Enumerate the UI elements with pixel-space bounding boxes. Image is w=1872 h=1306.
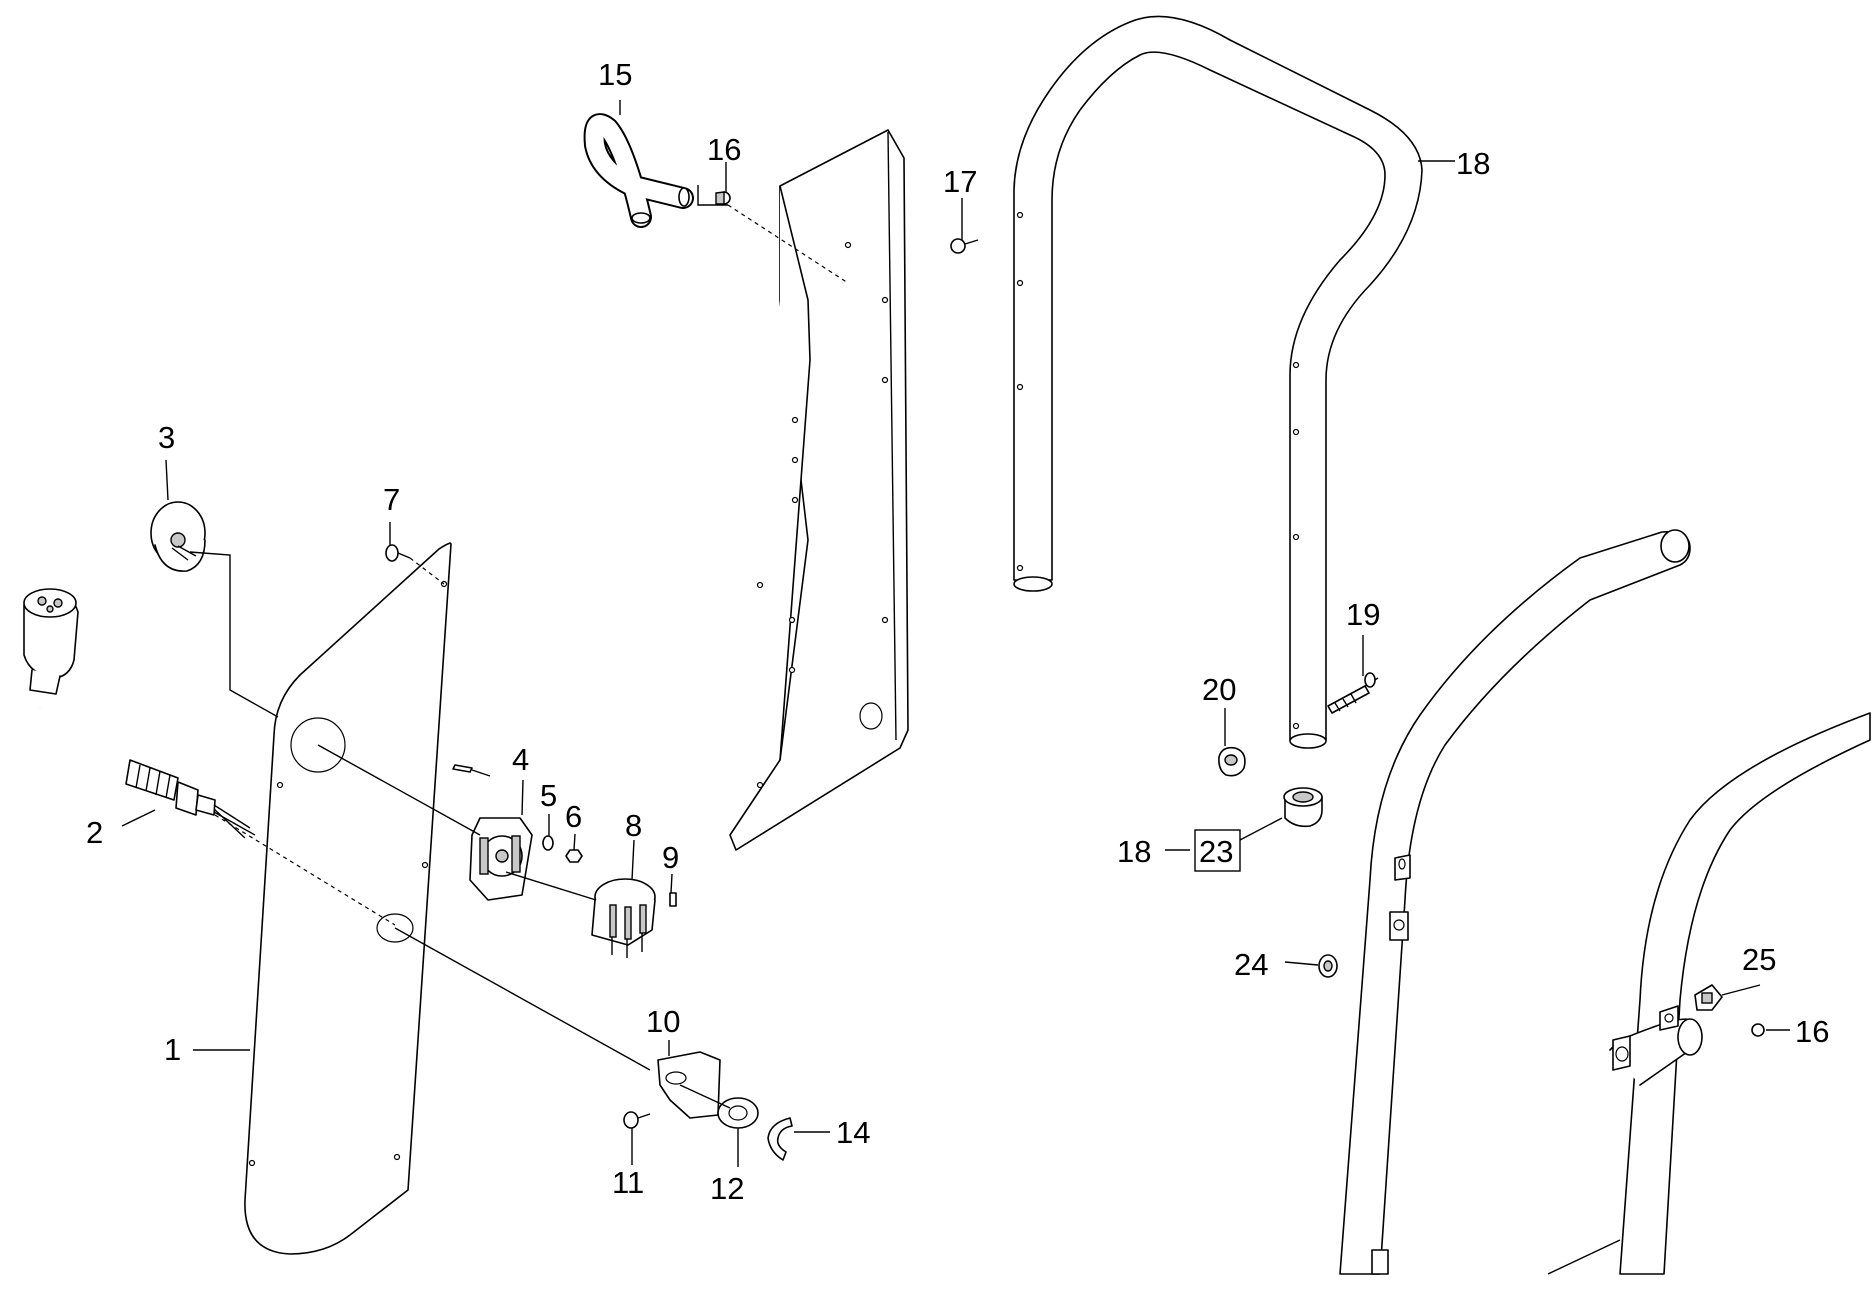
callout-23: 23 [1199, 834, 1233, 869]
frame-left-tube [1339, 529, 1691, 1275]
callout-11: 11 [612, 1165, 644, 1200]
callout-15: 15 [598, 57, 632, 92]
screw-part-16-top [715, 191, 731, 205]
callout-8: 8 [625, 808, 642, 843]
washer-part-12 [717, 1097, 759, 1129]
side-panel-part-1 [244, 542, 452, 1255]
callout-4: 4 [512, 742, 529, 777]
bolt-part-19 [1327, 672, 1379, 714]
screw-part-11 [623, 1111, 651, 1129]
switch-part-4 [452, 764, 533, 901]
bracket-part-10 [657, 1051, 721, 1119]
callout-17: 17 [943, 164, 977, 199]
callout-19: 19 [1346, 597, 1380, 632]
clip-part-25 [1694, 984, 1723, 1011]
callout-2: 2 [86, 815, 103, 850]
frame-right-tube [1547, 712, 1871, 1275]
center-panel [729, 129, 909, 851]
leader-lines [121, 100, 1790, 1167]
screw-part-16-right [1751, 1023, 1765, 1037]
screw-part-17 [950, 238, 979, 254]
callout-12: 12 [710, 1171, 744, 1206]
end-cap-part-23 [1283, 787, 1323, 828]
callout-18-bottom: 18 [1117, 834, 1151, 869]
callout-16-right: 16 [1795, 1014, 1829, 1049]
spacer-part-20 [1218, 746, 1246, 777]
callout-9: 9 [662, 840, 679, 875]
screw-part-7 [385, 544, 411, 562]
callout-box-23 [1194, 829, 1241, 872]
nut-part-6 [565, 849, 583, 863]
callout-20: 20 [1202, 672, 1236, 707]
callout-1: 1 [164, 1032, 181, 1067]
washer-part-5 [542, 835, 554, 851]
callout-10: 10 [646, 1004, 680, 1039]
callout-24: 24 [1234, 947, 1268, 982]
callout-25: 25 [1742, 942, 1776, 977]
callout-14: 14 [836, 1115, 870, 1150]
callout-16-top: 16 [707, 132, 741, 167]
hose-part-15 [583, 113, 694, 228]
callout-18-top: 18 [1456, 146, 1490, 181]
callout-labels: 1 2 3 4 5 6 7 8 9 10 11 12 14 15 16 17 1… [86, 57, 1829, 1206]
socket-part-3 [150, 501, 206, 572]
handle-part-18 [1013, 15, 1423, 749]
grommet-part-24 [1318, 954, 1338, 978]
callout-7: 7 [383, 482, 400, 517]
switch-contact-part-8 [591, 878, 656, 958]
power-cable-part-2 [23, 588, 256, 839]
clip-part-14 [767, 1117, 793, 1161]
callout-3: 3 [158, 420, 175, 455]
callout-5: 5 [540, 778, 557, 813]
screw-part-9 [669, 892, 677, 907]
callout-6: 6 [565, 799, 582, 834]
